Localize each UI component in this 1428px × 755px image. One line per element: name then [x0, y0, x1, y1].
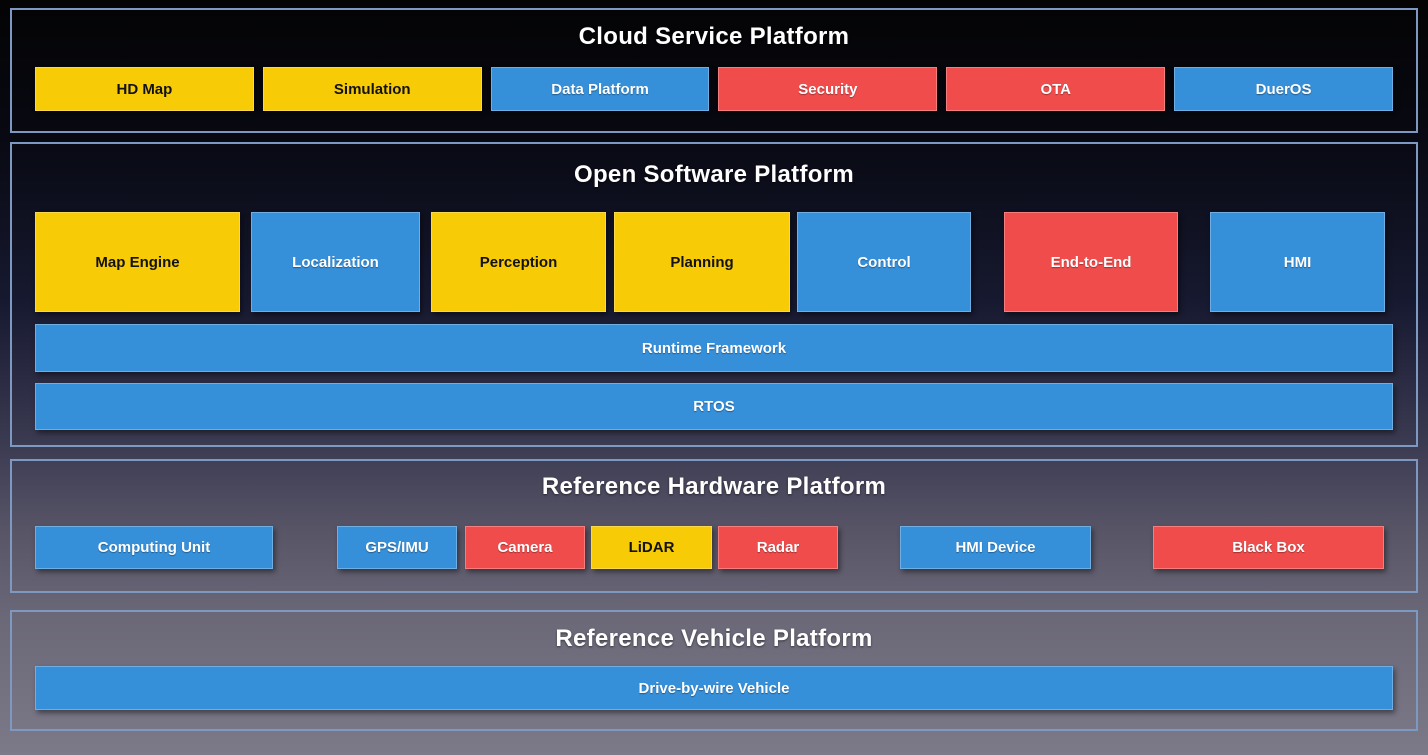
bar-drive-by-wire-vehicle: Drive-by-wire Vehicle [35, 666, 1393, 710]
section-title-vehicle: Reference Vehicle Platform [555, 625, 873, 652]
box-control: Control [797, 212, 971, 312]
section-title-software: Open Software Platform [574, 161, 854, 188]
box-perception: Perception [431, 212, 606, 312]
section-reference-vehicle-platform: Reference Vehicle Platform Drive-by-wire… [10, 610, 1418, 731]
box-hmi-device: HMI Device [900, 526, 1091, 569]
hardware-boxes-row: Computing Unit GPS/IMU Camera LiDAR Rada… [35, 526, 1393, 569]
section-title-cloud: Cloud Service Platform [578, 23, 850, 50]
box-map-engine: Map Engine [35, 212, 240, 312]
box-ota: OTA [946, 67, 1166, 111]
box-camera: Camera [465, 526, 585, 569]
box-hmi: HMI [1210, 212, 1385, 312]
section-reference-hardware-platform: Reference Hardware Platform Computing Un… [10, 459, 1418, 593]
box-radar: Radar [718, 526, 838, 569]
box-localization: Localization [251, 212, 420, 312]
box-dueros: DuerOS [1174, 67, 1393, 111]
cloud-boxes-row: HD Map Simulation Data Platform Security… [35, 67, 1393, 111]
box-data-platform: Data Platform [490, 67, 710, 111]
box-planning: Planning [614, 212, 790, 312]
box-end-to-end: End-to-End [1004, 212, 1178, 312]
box-simulation: Simulation [262, 67, 482, 111]
box-lidar: LiDAR [591, 526, 712, 569]
section-open-software-platform: Open Software Platform Map Engine Locali… [10, 142, 1418, 447]
box-computing-unit: Computing Unit [35, 526, 273, 569]
box-gps-imu: GPS/IMU [337, 526, 457, 569]
software-modules-row: Map Engine Localization Perception Plann… [35, 212, 1393, 312]
bar-runtime-framework: Runtime Framework [35, 324, 1393, 372]
box-black-box: Black Box [1153, 526, 1384, 569]
bar-rtos: RTOS [35, 383, 1393, 430]
box-security: Security [718, 67, 938, 111]
section-title-hardware: Reference Hardware Platform [541, 473, 887, 500]
section-cloud-service-platform: Cloud Service Platform HD Map Simulation… [10, 8, 1418, 133]
box-hd-map: HD Map [35, 67, 254, 111]
